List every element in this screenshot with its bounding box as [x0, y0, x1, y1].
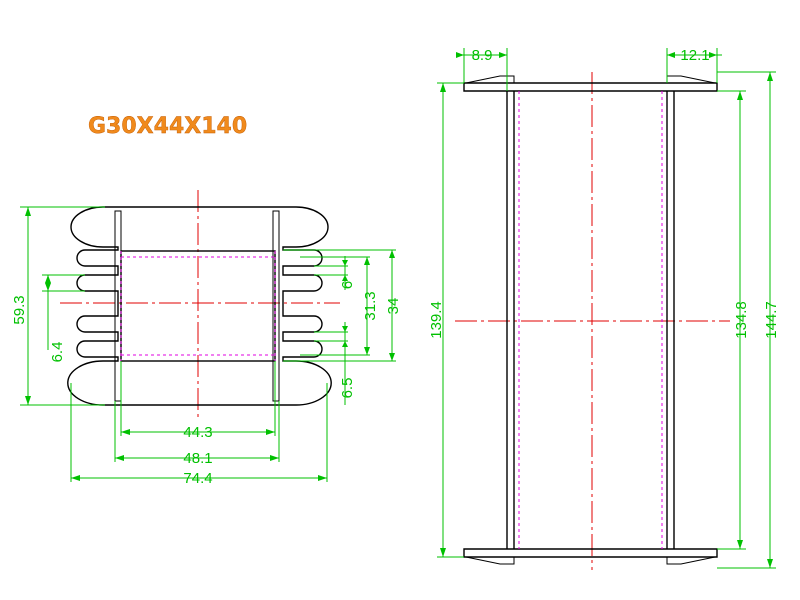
dim-139-4: 139.4 [428, 301, 445, 339]
dim-48-1: 48.1 [183, 450, 212, 467]
dim-12-1: 12.1 [680, 47, 709, 64]
dim-144-7: 144.7 [763, 301, 780, 339]
dim-134-8: 134.8 [733, 301, 750, 339]
dim-6-5: 6.5 [339, 378, 356, 399]
dim-6: 6 [339, 281, 356, 289]
dim-31-3: 31.3 [362, 291, 379, 320]
top-flange [463, 82, 718, 92]
dim-8-9: 8.9 [472, 47, 493, 64]
dim-59-3: 59.3 [11, 295, 28, 324]
part-title: G30X44X140 [88, 114, 247, 139]
right-pin [272, 210, 280, 402]
dim-6-4: 6.4 [49, 342, 66, 363]
dim-44-3: 44.3 [183, 424, 212, 441]
side-view-dimensions: 8.9 12.1 139.4 134.8 144.7 [428, 47, 780, 569]
front-view [60, 190, 340, 418]
side-view [455, 72, 730, 570]
bottom-flange [463, 548, 718, 558]
dim-34: 34 [385, 298, 402, 315]
dim-74-4: 74.4 [183, 470, 212, 487]
front-view-dimensions: 59.3 6.4 6 31.3 34 6 [11, 206, 402, 487]
flange-outline [67, 206, 332, 406]
